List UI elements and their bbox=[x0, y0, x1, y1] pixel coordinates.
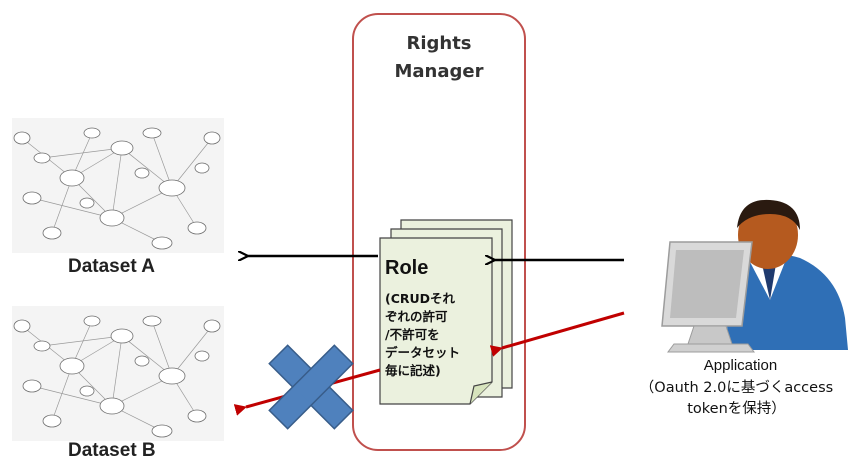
application-label: Application bbox=[703, 357, 778, 374]
rights-manager-box bbox=[352, 13, 526, 451]
role-title: Role bbox=[385, 257, 429, 279]
application-description: （Oauth 2.0に基づくaccess tokenを保持） bbox=[639, 380, 834, 417]
cross-mark-icon bbox=[268, 344, 354, 430]
network-graph-icon bbox=[12, 306, 224, 441]
role-document-stack bbox=[379, 219, 513, 405]
user-at-computer-icon bbox=[661, 199, 848, 353]
rights-manager-title: Rights Manager bbox=[394, 33, 484, 82]
network-graph-icon bbox=[12, 118, 224, 253]
red-arrow-to-role bbox=[489, 311, 625, 357]
dataset-b-label: Dataset B bbox=[68, 440, 156, 461]
role-description: (CRUDそれ ぞれの許可 /不許可を データセット 毎に記述) bbox=[385, 291, 461, 378]
dataset-a-label: Dataset A bbox=[68, 256, 155, 277]
